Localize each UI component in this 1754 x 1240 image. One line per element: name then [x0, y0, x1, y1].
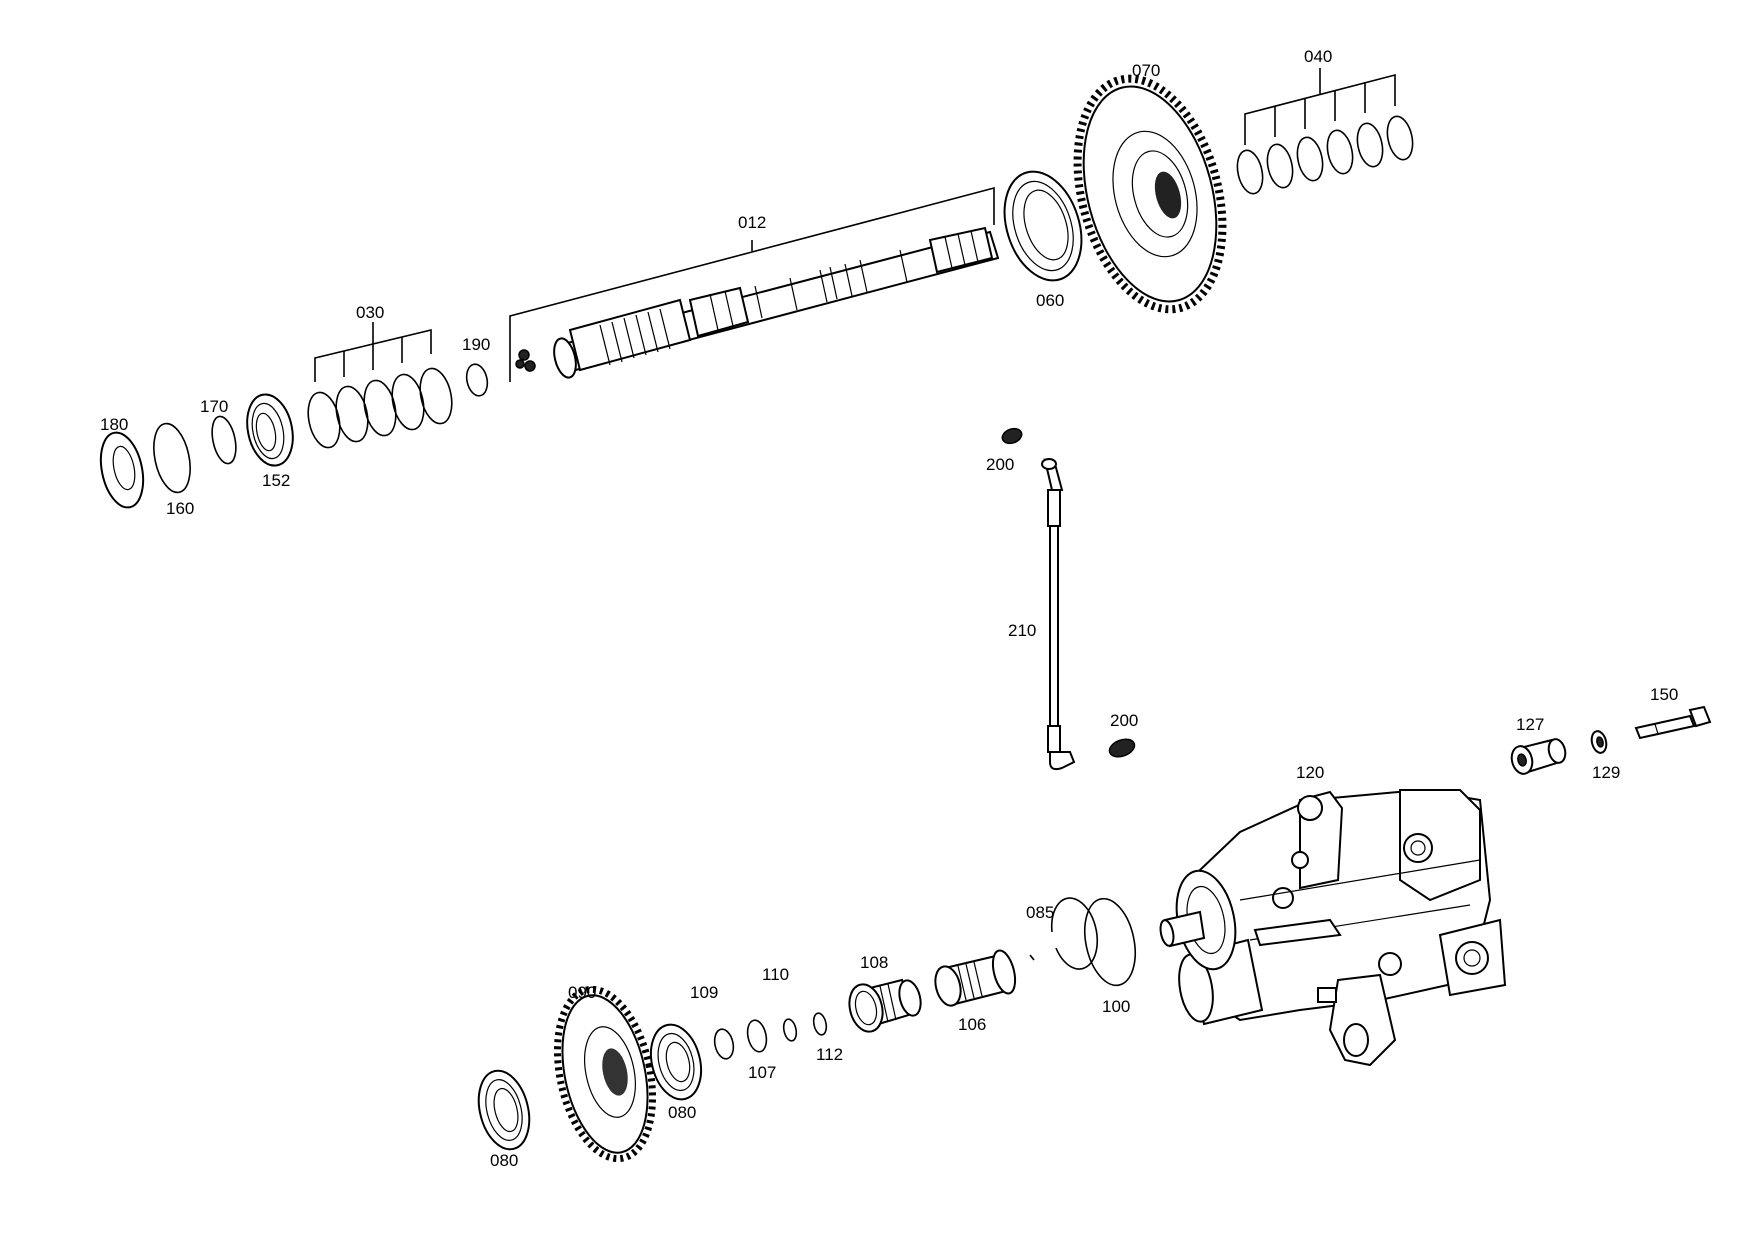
label-160: 160 — [166, 499, 194, 518]
part-070-gear — [1073, 74, 1227, 314]
part-120-pump-housing — [1159, 788, 1507, 1067]
label-180: 180 — [100, 415, 128, 434]
label-108: 108 — [860, 953, 888, 972]
part-180-washer — [99, 431, 145, 509]
part-190-ring — [465, 363, 489, 397]
part-170-ring — [211, 415, 237, 465]
label-090: 090 — [568, 983, 596, 1002]
label-106: 106 — [958, 1015, 986, 1034]
part-080-bearing-right — [649, 1023, 703, 1101]
part-152-bearing — [246, 393, 294, 467]
part-060-bearing — [1003, 170, 1083, 282]
part-085-snap-ring — [1029, 897, 1099, 970]
part-210-hose — [1041, 458, 1076, 771]
part-112-ring — [812, 1012, 828, 1036]
part-030-shim-rings — [307, 322, 453, 449]
label-127: 127 — [1516, 715, 1544, 734]
label-060: 060 — [1036, 291, 1064, 310]
label-100: 100 — [1102, 997, 1130, 1016]
part-160-snap-ring — [153, 422, 191, 494]
label-080-right: 080 — [668, 1103, 696, 1122]
label-152: 152 — [262, 471, 290, 490]
label-110: 110 — [762, 965, 789, 984]
label-080-left: 080 — [490, 1151, 518, 1170]
label-120: 120 — [1296, 763, 1324, 782]
label-190: 190 — [462, 335, 490, 354]
part-012-shaft — [509, 186, 1000, 382]
part-129-washer — [1590, 730, 1608, 754]
part-109-ring — [713, 1028, 735, 1060]
part-107-ring — [746, 1019, 768, 1053]
part-100-o-ring — [1084, 897, 1136, 987]
label-150: 150 — [1650, 685, 1678, 704]
label-200-lower: 200 — [1110, 711, 1138, 730]
part-090-gear — [553, 985, 657, 1163]
label-040: 040 — [1304, 47, 1332, 66]
part-150-bolt — [1634, 705, 1712, 740]
label-129: 129 — [1592, 763, 1620, 782]
label-109: 109 — [690, 983, 718, 1002]
label-210: 210 — [1008, 621, 1036, 640]
part-200-fitting-lower — [1108, 738, 1136, 758]
part-108-sleeve — [848, 978, 922, 1033]
label-070: 070 — [1132, 61, 1160, 80]
label-107: 107 — [748, 1063, 776, 1082]
label-012: 012 — [738, 213, 766, 232]
label-170: 170 — [200, 397, 228, 416]
part-110-ring — [782, 1018, 798, 1042]
label-112: 112 — [816, 1045, 843, 1064]
label-085: 085 — [1026, 903, 1054, 922]
part-080-bearing-left — [477, 1069, 531, 1151]
part-040-shim-rings — [1236, 68, 1414, 195]
part-127-bushing — [1510, 738, 1567, 775]
label-030: 030 — [356, 303, 384, 322]
part-200-fitting-upper — [1001, 427, 1023, 445]
part-106-sleeve — [934, 949, 1017, 1007]
label-200-upper: 200 — [986, 455, 1014, 474]
